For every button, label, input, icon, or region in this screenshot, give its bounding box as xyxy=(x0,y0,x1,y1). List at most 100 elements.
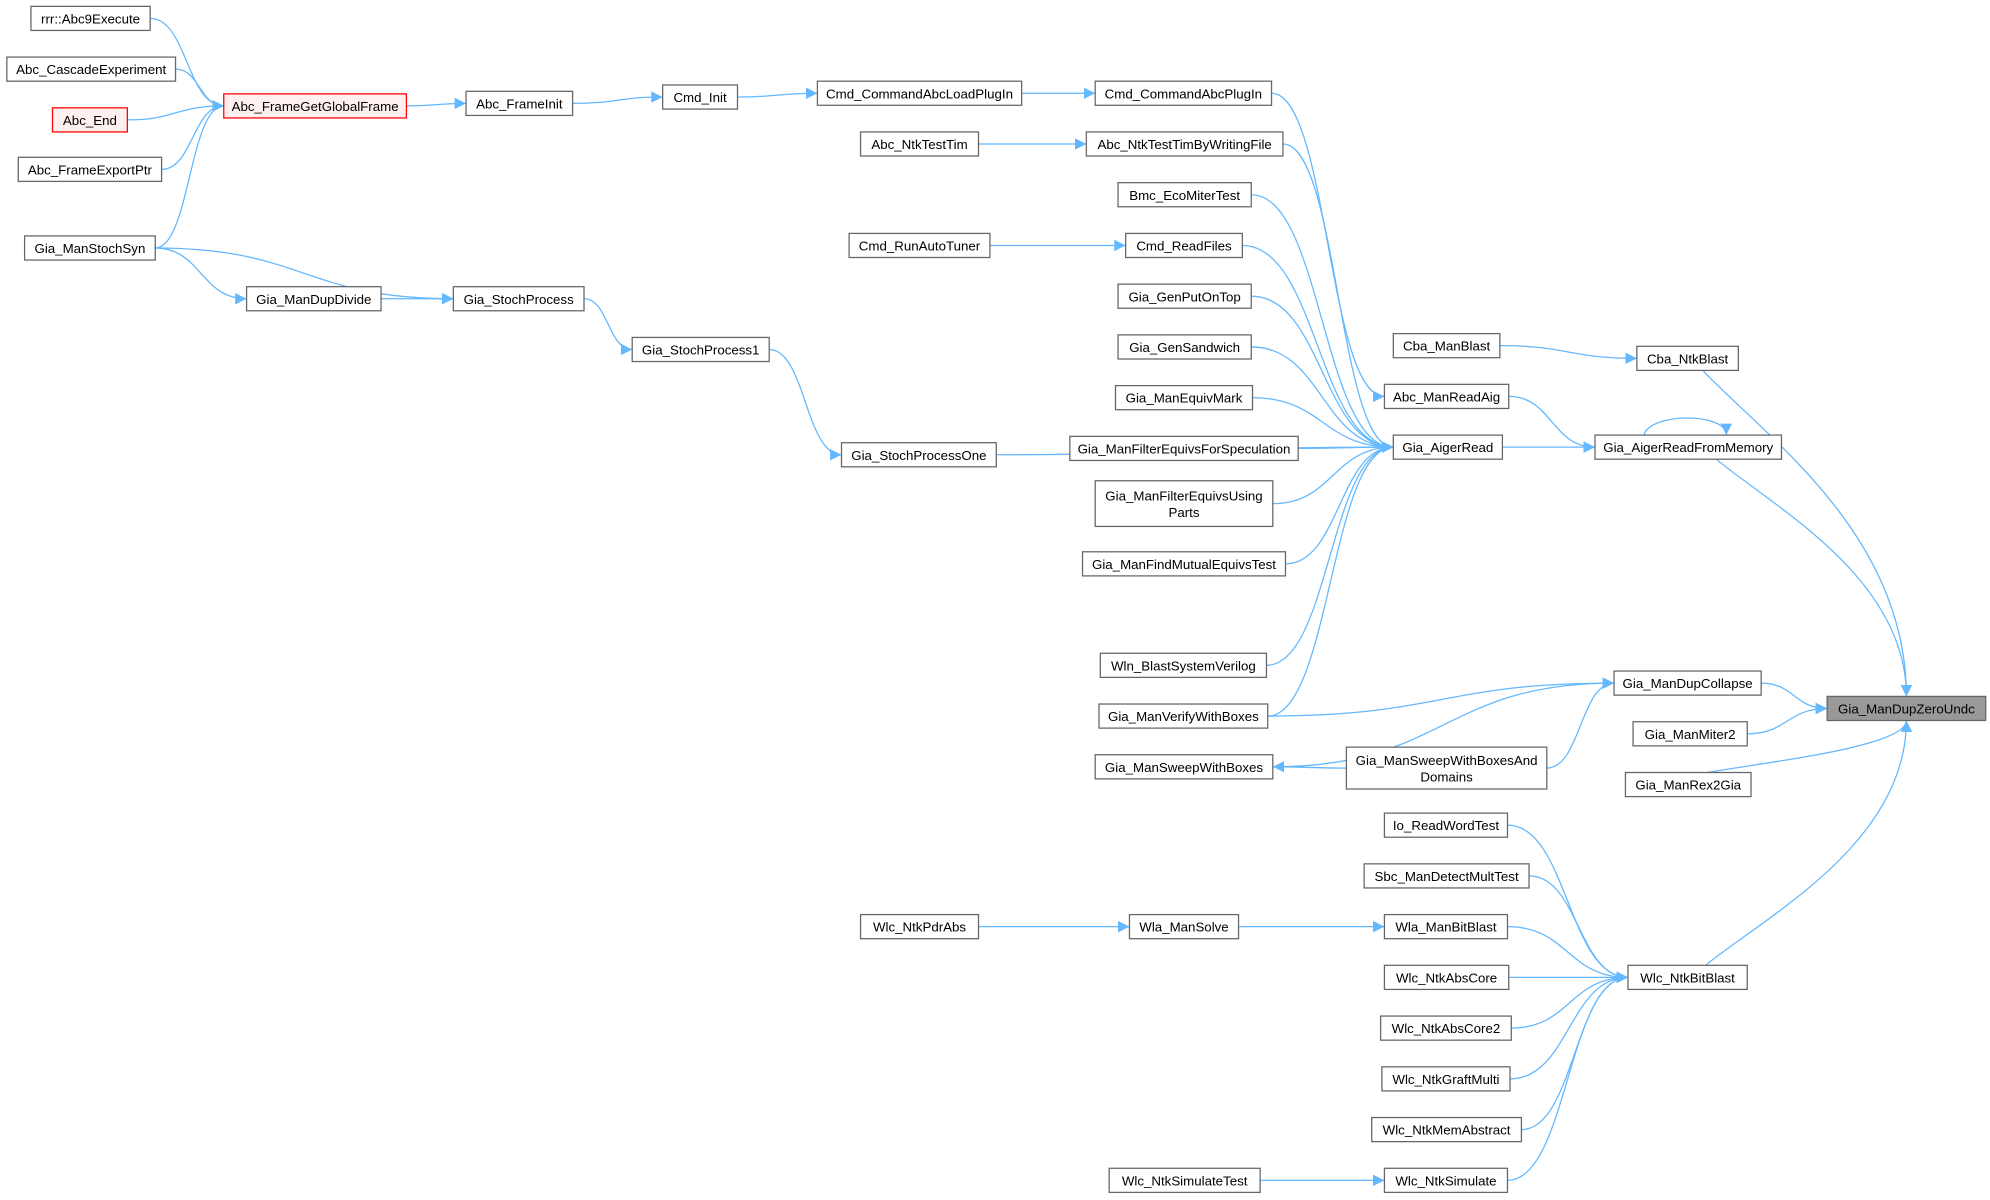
node-label: Cmd_CommandAbcLoadPlugIn xyxy=(826,86,1013,101)
node-gia-stochprocess[interactable]: Gia_StochProcess xyxy=(452,286,585,312)
node-label: Gia_ManFilterEquivsUsing xyxy=(1105,488,1262,503)
node-label: Gia_StochProcessOne xyxy=(851,448,986,463)
node-wla-mansolve[interactable]: Wla_ManSolve xyxy=(1128,913,1240,940)
node-abc-end[interactable]: Abc_End xyxy=(51,107,128,133)
edge-45-to-44 xyxy=(1511,971,1628,1029)
edge-21-to-30 xyxy=(1266,441,1394,666)
node-label: Gia_ManFindMutualEquivsTest xyxy=(1092,557,1276,572)
edge-44-to-37 xyxy=(1705,720,1913,966)
edge-42-to-44 xyxy=(1507,926,1628,984)
node-gia-manstochsyn[interactable]: Gia_ManStochSyn xyxy=(23,235,156,261)
node-gia-manverifywithboxes[interactable]: Gia_ManVerifyWithBoxes xyxy=(1098,703,1269,729)
node-box xyxy=(840,442,997,468)
node-label: Abc_ManReadAig xyxy=(1393,389,1500,404)
edge-11-to-30 xyxy=(1282,143,1394,453)
edge-17-to-30 xyxy=(1252,397,1394,453)
node-gia-genputontop[interactable]: Gia_GenPutOnTop xyxy=(1117,283,1252,309)
node-label: Cmd_Init xyxy=(673,90,727,105)
node-gia-aigerreadfrommemory[interactable]: Gia_AigerReadFromMemory xyxy=(1594,434,1783,460)
node-box xyxy=(1094,80,1273,106)
node-box xyxy=(859,131,980,157)
node-wlc-ntkbitblast[interactable]: Wlc_NtkBitBlast xyxy=(1627,964,1748,991)
node-gia-manmiter2[interactable]: Gia_ManMiter2 xyxy=(1632,721,1748,747)
node-box xyxy=(1632,721,1748,747)
node-gia-mandupdivide[interactable]: Gia_ManDupDivide xyxy=(245,286,382,312)
node-box xyxy=(1345,746,1548,790)
node-abc-ntktesttimbywritingfile[interactable]: Abc_NtkTestTimByWritingFile xyxy=(1085,131,1284,157)
node-cmd-runautotuner[interactable]: Cmd_RunAutoTuner xyxy=(848,232,991,259)
node-wlc-ntkgraftmulti[interactable]: Wlc_NtkGraftMulti xyxy=(1381,1066,1511,1092)
node-gia-manrex2gia[interactable]: Gia_ManRex2Gia xyxy=(1624,771,1752,798)
edge-35-to-37 xyxy=(1747,702,1828,735)
node-cmd-commandabcplugin[interactable]: Cmd_CommandAbcPlugIn xyxy=(1094,80,1273,106)
node-cmd-readfiles[interactable]: Cmd_ReadFiles xyxy=(1125,232,1243,259)
node-abc-frameexportptr[interactable]: Abc_FrameExportPtr xyxy=(17,156,163,183)
node-wln-blastsystemverilog[interactable]: Wln_BlastSystemVerilog xyxy=(1099,652,1268,679)
node-cmd-init[interactable]: Cmd_Init xyxy=(662,84,739,110)
node-wlc-ntkmemabstract[interactable]: Wlc_NtkMemAbstract xyxy=(1371,1116,1523,1143)
node-bmc-ecomitertest[interactable]: Bmc_EcoMiterTest xyxy=(1117,182,1252,208)
node-gia-manfindmutualequivstest[interactable]: Gia_ManFindMutualEquivsTest xyxy=(1081,551,1287,577)
node-gia-mandupzeroundc[interactable]: Gia_ManDupZeroUndc xyxy=(1826,695,1987,722)
node-box xyxy=(1363,863,1530,889)
node-label: Gia_GenSandwich xyxy=(1129,340,1240,355)
node-label: Sbc_ManDetectMultTest xyxy=(1375,869,1519,884)
edge-14-to-30 xyxy=(1242,244,1394,453)
edge-19-to-30 xyxy=(1272,441,1394,505)
node-label: Wlc_NtkMemAbstract xyxy=(1383,1123,1511,1138)
node-box xyxy=(245,286,382,312)
node-gia-stochprocessone[interactable]: Gia_StochProcessOne xyxy=(840,442,997,468)
node-cmd-commandabcloadplugin[interactable]: Cmd_CommandAbcLoadPlugIn xyxy=(816,80,1023,106)
node-gia-manequivmark[interactable]: Gia_ManEquivMark xyxy=(1114,384,1254,411)
node-wlc-ntkabscore[interactable]: Wlc_NtkAbsCore xyxy=(1383,964,1510,991)
node-label: Cmd_RunAutoTuner xyxy=(859,239,981,254)
node-abc-framegetglobalframe[interactable]: Abc_FrameGetGlobalFrame xyxy=(223,93,408,119)
node-gia-aigerread[interactable]: Gia_AigerRead xyxy=(1392,434,1504,460)
node-abc-cascadeexperiment[interactable]: Abc_CascadeExperiment xyxy=(6,56,177,82)
node-label: Gia_AigerReadFromMemory xyxy=(1603,440,1773,455)
node-gia-stochprocess1[interactable]: Gia_StochProcess1 xyxy=(631,336,770,363)
node-abc-manreadaig[interactable]: Abc_ManReadAig xyxy=(1383,383,1510,410)
node-box xyxy=(1624,771,1752,798)
edge-3-to-5 xyxy=(161,100,224,170)
node-box xyxy=(1094,480,1274,528)
edge-7-to-8 xyxy=(737,87,818,99)
node-cba-manblast[interactable]: Cba_ManBlast xyxy=(1392,332,1501,359)
node-wla-manbitblast[interactable]: Wla_ManBitBlast xyxy=(1383,913,1509,940)
node-box xyxy=(1392,434,1504,460)
nodes-layer: rrr::Abc9ExecuteAbc_CascadeExperimentAbc… xyxy=(6,5,1987,1194)
node-box xyxy=(848,232,991,259)
node-gia-mandupcollapse[interactable]: Gia_ManDupCollapse xyxy=(1613,670,1762,696)
node-abc-ntktesttim[interactable]: Abc_NtkTestTim xyxy=(859,131,980,157)
node-box xyxy=(816,80,1023,106)
node-cba-ntkblast[interactable]: Cba_NtkBlast xyxy=(1636,345,1739,372)
edge-5-to-6 xyxy=(406,97,467,110)
node-gia-mansweepwithboxes[interactable]: Gia_ManSweepWithBoxes xyxy=(1094,754,1274,780)
node-wlc-ntksimulatetest[interactable]: Wlc_NtkSimulateTest xyxy=(1108,1167,1261,1194)
node-io-readwordtest[interactable]: Io_ReadWordTest xyxy=(1383,812,1509,838)
node-box xyxy=(30,5,151,32)
node-label: Wla_ManBitBlast xyxy=(1395,920,1497,935)
node-sbc-mandetectmulttest[interactable]: Sbc_ManDetectMultTest xyxy=(1363,863,1530,889)
edge-12-to-30 xyxy=(1251,194,1394,453)
edge-16-to-30 xyxy=(1251,346,1394,453)
edge-4-to-5 xyxy=(155,100,224,249)
edge-22-to-30 xyxy=(1267,441,1394,717)
node-abc-frameinit[interactable]: Abc_FrameInit xyxy=(465,90,574,117)
node-wlc-ntkabscore2[interactable]: Wlc_NtkAbsCore2 xyxy=(1379,1015,1512,1041)
node-wlc-ntkpdrabs[interactable]: Wlc_NtkPdrAbs xyxy=(859,913,980,940)
edge-15-to-30 xyxy=(1251,295,1394,453)
node-box xyxy=(1125,232,1243,259)
node-rrr-abc9execute[interactable]: rrr::Abc9Execute xyxy=(30,5,151,32)
node-gia-manfilterequivsforspeculation[interactable]: Gia_ManFilterEquivsForSpeculation xyxy=(1069,435,1299,462)
node-box xyxy=(1094,754,1274,780)
node-label: Wlc_NtkAbsCore xyxy=(1396,970,1497,985)
edge-39-to-44 xyxy=(1529,875,1628,984)
node-gia-gensandwich[interactable]: Gia_GenSandwich xyxy=(1117,334,1252,360)
edge-22-to-33 xyxy=(1267,677,1615,717)
node-label: Wla_ManSolve xyxy=(1139,920,1228,935)
node-wlc-ntksimulate[interactable]: Wlc_NtkSimulate xyxy=(1383,1167,1509,1194)
node-label: Wlc_NtkSimulateTest xyxy=(1122,1173,1248,1188)
